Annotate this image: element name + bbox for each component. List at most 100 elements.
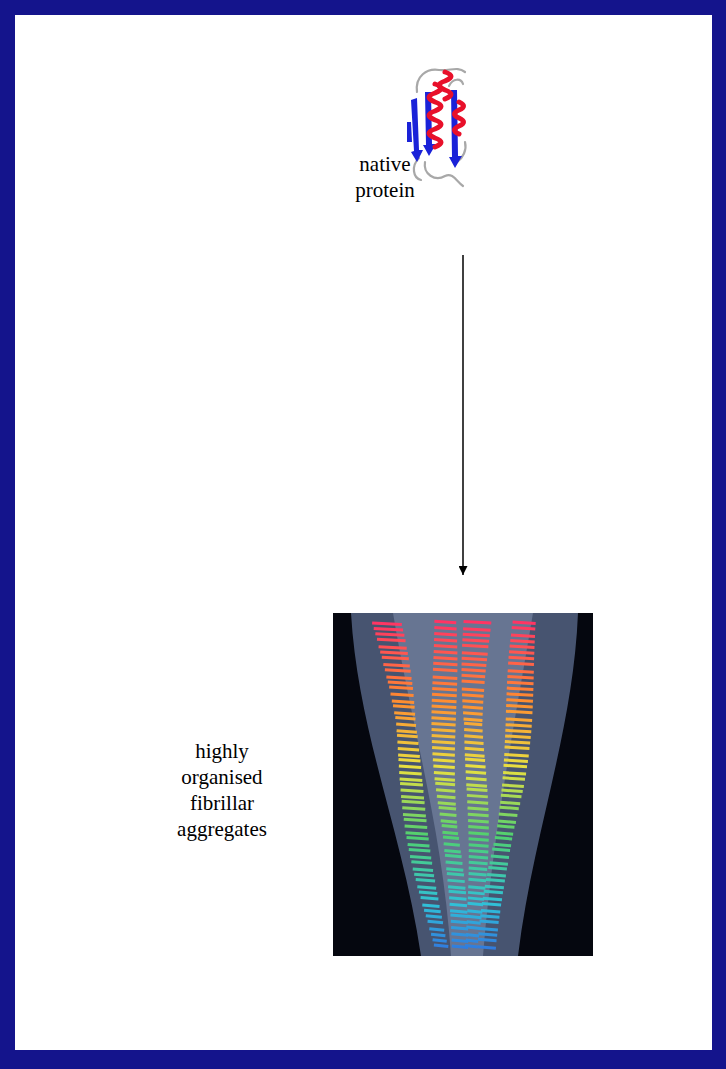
- fibril-rung: [424, 910, 441, 912]
- fibril-rung: [451, 934, 468, 936]
- fibril-rung: [506, 711, 532, 713]
- fibril-rung: [462, 681, 485, 683]
- fibril-rung: [504, 754, 528, 756]
- fibril-rung: [411, 862, 432, 864]
- fibril-rung: [426, 916, 442, 918]
- fibril-rung: [433, 663, 457, 665]
- fibril-rung: [433, 940, 447, 942]
- fibril-rung: [397, 735, 418, 737]
- fibril-rung: [439, 807, 456, 809]
- fibril-rung: [447, 880, 464, 882]
- fibril-rung: [444, 844, 460, 846]
- fibril-rung: [481, 911, 500, 913]
- fibril-rung: [432, 748, 455, 750]
- fibril-rung: [431, 724, 455, 726]
- fibril-rung: [395, 717, 415, 719]
- fibril-rung: [433, 677, 458, 679]
- fibril-rung: [402, 801, 425, 803]
- fibril-rung: [399, 759, 421, 761]
- fibril-rung: [500, 802, 520, 804]
- fibril-rung: [374, 628, 403, 630]
- fibril-rung: [502, 790, 523, 792]
- protein-illustration: [405, 62, 471, 192]
- fibril-rung: [468, 827, 489, 829]
- fibril-rung: [468, 808, 489, 810]
- fibril-rung: [434, 945, 448, 947]
- fibril-rung: [478, 939, 497, 941]
- fibril-rung: [437, 796, 456, 798]
- fibril-rung: [388, 682, 412, 684]
- fibril-rung: [383, 665, 409, 667]
- fibril-rung: [513, 622, 536, 624]
- fibril-rung: [464, 723, 482, 725]
- fibril-rung: [462, 640, 489, 642]
- fibril-rung: [442, 825, 458, 827]
- fibril-rung: [469, 845, 489, 847]
- fibril-rung: [505, 747, 530, 749]
- fibril-rung: [386, 677, 411, 679]
- fibril-rung: [441, 821, 457, 823]
- fibril-rung: [469, 862, 488, 864]
- fibril-rung: [450, 915, 467, 917]
- fibril-rung: [385, 670, 411, 672]
- fibril-rung: [407, 838, 429, 840]
- fibril-rung: [408, 845, 430, 847]
- fibril-rung: [510, 646, 535, 648]
- fibril-rung: [462, 664, 487, 666]
- fibril-rung: [433, 669, 457, 671]
- fibril-rung: [468, 898, 484, 900]
- fibril-rung: [498, 821, 516, 823]
- fibril-rung: [505, 730, 531, 732]
- fibril-rung: [466, 935, 479, 937]
- fibril-rung: [496, 833, 513, 835]
- fibril-rung: [468, 879, 486, 881]
- fibril-rung: [509, 657, 535, 659]
- fibril-rung: [397, 731, 417, 733]
- fibril-rung: [468, 814, 489, 816]
- fibril-rung: [465, 755, 485, 757]
- fibril-rung: [467, 789, 488, 791]
- fibril-rung: [462, 675, 486, 677]
- fibril-rung: [391, 694, 414, 696]
- fibril-rung: [467, 916, 482, 918]
- fibril-rung: [382, 657, 409, 659]
- fibril-rung: [465, 945, 478, 947]
- fibril-rung: [444, 851, 460, 853]
- fibril-rung: [432, 694, 457, 696]
- fibril-rung: [463, 629, 490, 631]
- fibril-rung: [469, 856, 488, 858]
- fibril-rung: [401, 790, 424, 792]
- fibril-rung: [399, 766, 421, 768]
- fibril-rung: [448, 887, 465, 889]
- fibril-rung: [409, 850, 431, 852]
- fibril-rung: [465, 748, 484, 750]
- fibril-rung: [432, 741, 455, 743]
- fibril-rung: [466, 927, 480, 929]
- fibril-rung: [505, 736, 531, 738]
- fibril-rung: [484, 891, 503, 893]
- fibril-rung: [406, 833, 428, 835]
- fibril-rung: [434, 621, 456, 623]
- fibril-rung: [499, 814, 518, 816]
- fibril-rung: [432, 729, 456, 731]
- fibril-rung: [464, 736, 483, 738]
- fibril-rung: [428, 921, 443, 923]
- fibril-rung: [379, 647, 407, 649]
- fibril-rung: [443, 837, 459, 839]
- flow-arrow: [462, 255, 464, 575]
- fibril-rung: [431, 934, 445, 936]
- fibril-rung: [396, 724, 416, 726]
- fibril-rung: [479, 928, 498, 930]
- fibril-rung: [401, 797, 424, 799]
- fibril-rung: [432, 683, 457, 685]
- fibril-rung: [429, 929, 444, 931]
- fibril-rung: [508, 671, 534, 673]
- fibril-rung: [433, 766, 454, 768]
- fibril-rung: [447, 873, 464, 875]
- fibril-rung: [468, 903, 484, 905]
- fibril-rung: [462, 670, 486, 672]
- fibril-rung: [504, 765, 527, 767]
- fibril-rung: [482, 903, 501, 905]
- fibril-rung: [404, 819, 427, 821]
- fibril-rung: [466, 772, 486, 774]
